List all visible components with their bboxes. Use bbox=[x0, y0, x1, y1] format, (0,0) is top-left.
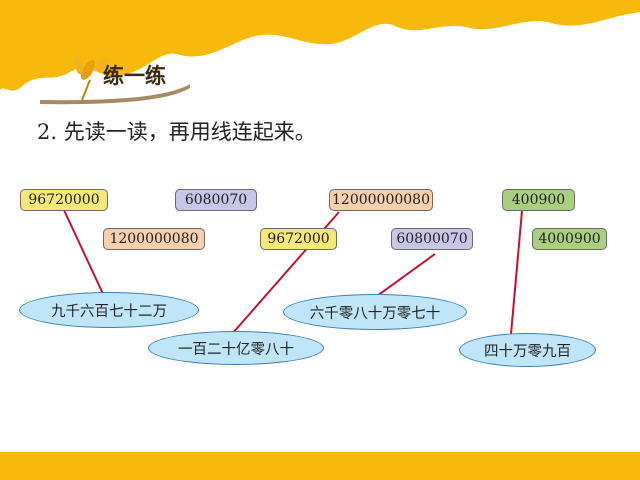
number-box-400900[interactable]: 400900 bbox=[502, 189, 575, 211]
wheat-icon bbox=[74, 56, 110, 101]
word-oval-yibai[interactable]: 一百二十亿零八十 bbox=[148, 331, 324, 365]
number-box-9672000[interactable]: 9672000 bbox=[260, 228, 337, 250]
line-96720000 bbox=[63, 209, 105, 297]
number-box-4000900[interactable]: 4000900 bbox=[532, 228, 607, 250]
word-oval-sishi[interactable]: 四十万零九百 bbox=[459, 333, 596, 367]
number-box-12000000080[interactable]: 12000000080 bbox=[329, 189, 433, 211]
top-wave-banner bbox=[0, 0, 640, 91]
instruction-text: 2. 先读一读，再用线连起来。 bbox=[37, 120, 316, 144]
number-box-6080070[interactable]: 6080070 bbox=[175, 189, 257, 211]
number-box-96720000[interactable]: 96720000 bbox=[20, 189, 108, 211]
title-underline bbox=[40, 84, 190, 105]
line-400900 bbox=[510, 210, 523, 335]
line-60800070 bbox=[376, 253, 436, 297]
number-box-60800070[interactable]: 60800070 bbox=[391, 228, 473, 250]
number-box-1200000080[interactable]: 1200000080 bbox=[103, 228, 205, 250]
section-title: 练一练 bbox=[103, 64, 166, 88]
word-oval-liuqian[interactable]: 六千零八十万零七十 bbox=[283, 294, 467, 330]
word-oval-jiuqian[interactable]: 九千六百七十二万 bbox=[19, 292, 199, 328]
bottom-banner bbox=[0, 452, 640, 480]
